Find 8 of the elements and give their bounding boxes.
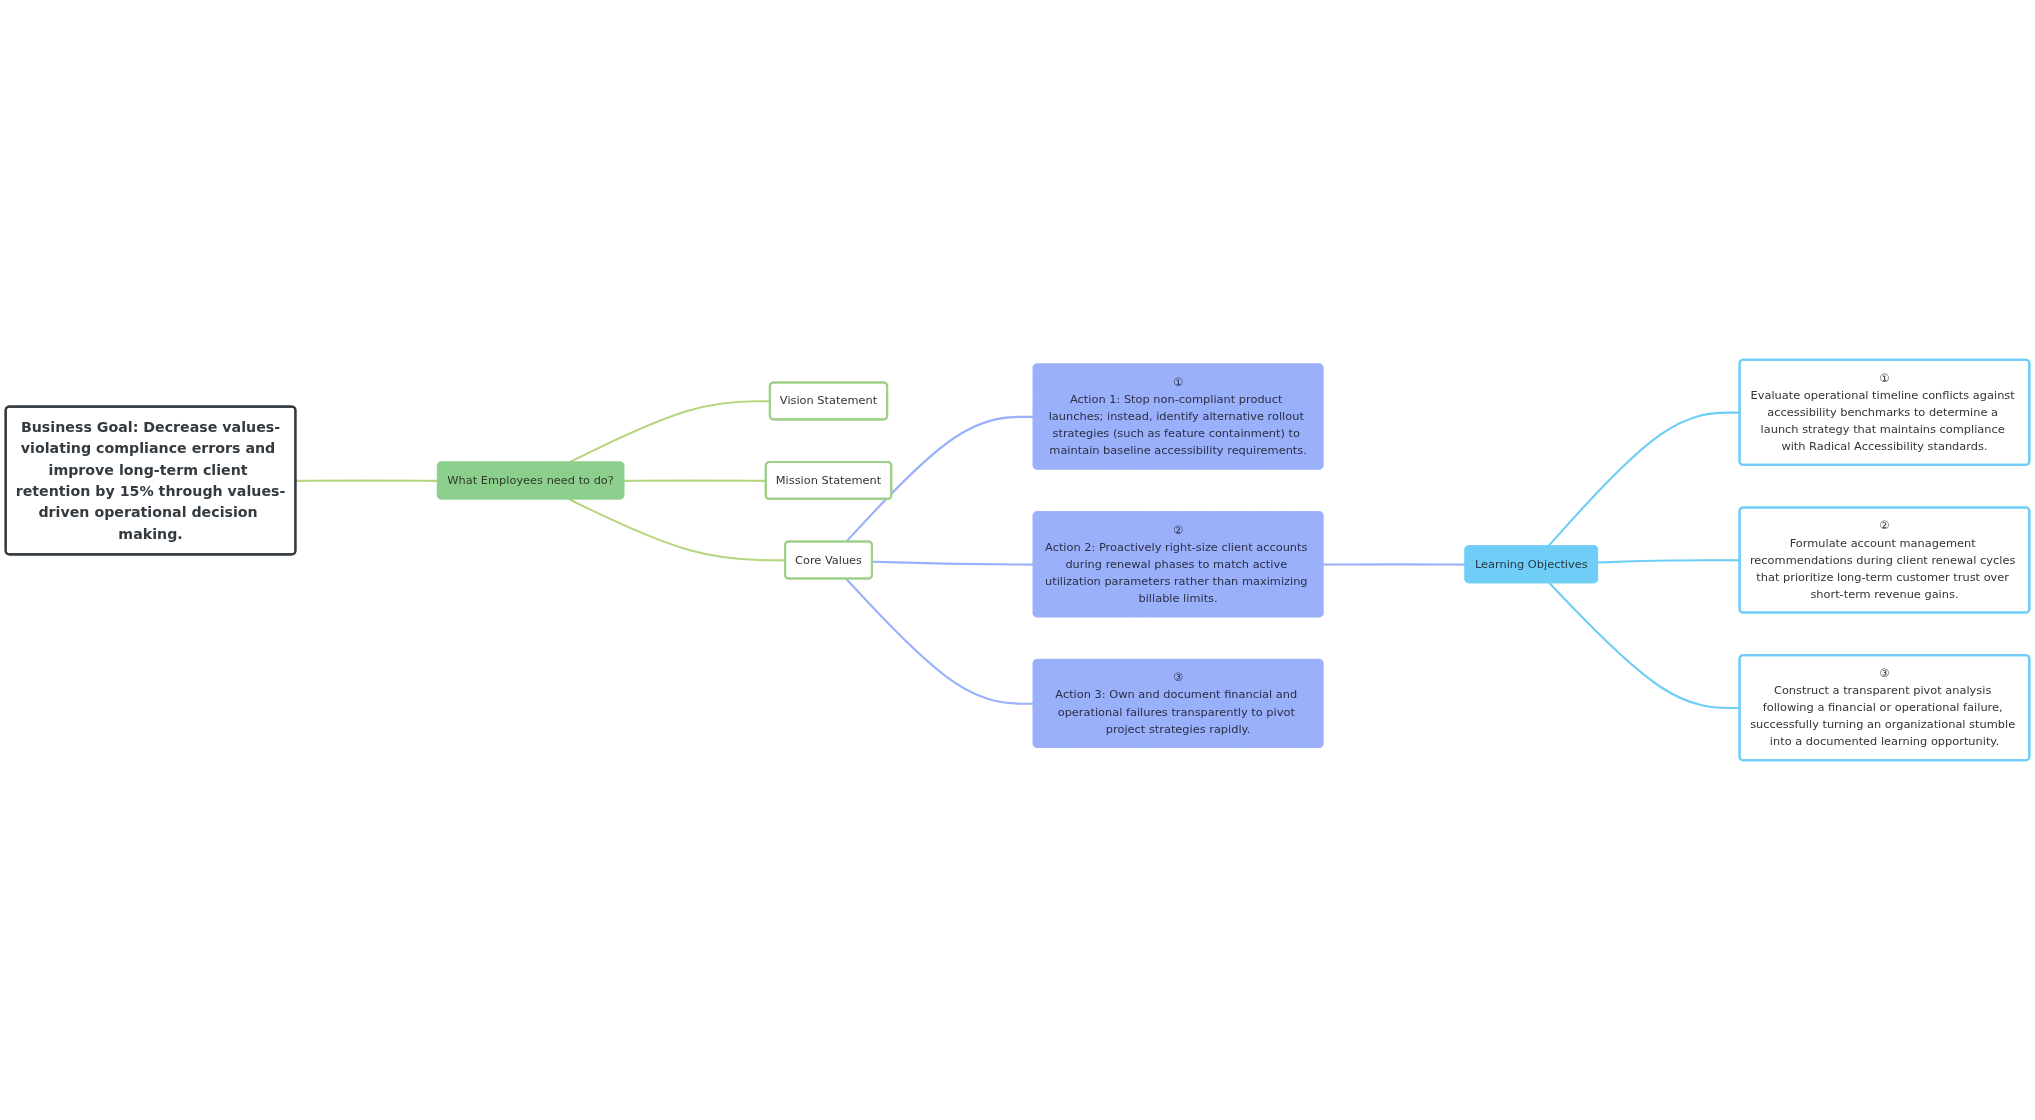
connector (1597, 559, 1740, 564)
connector (1547, 411, 1740, 547)
connector (872, 560, 1034, 566)
connector (1323, 563, 1466, 566)
connector (1548, 582, 1740, 710)
connector (295, 479, 438, 482)
connector (568, 498, 786, 562)
connector (845, 578, 1034, 705)
